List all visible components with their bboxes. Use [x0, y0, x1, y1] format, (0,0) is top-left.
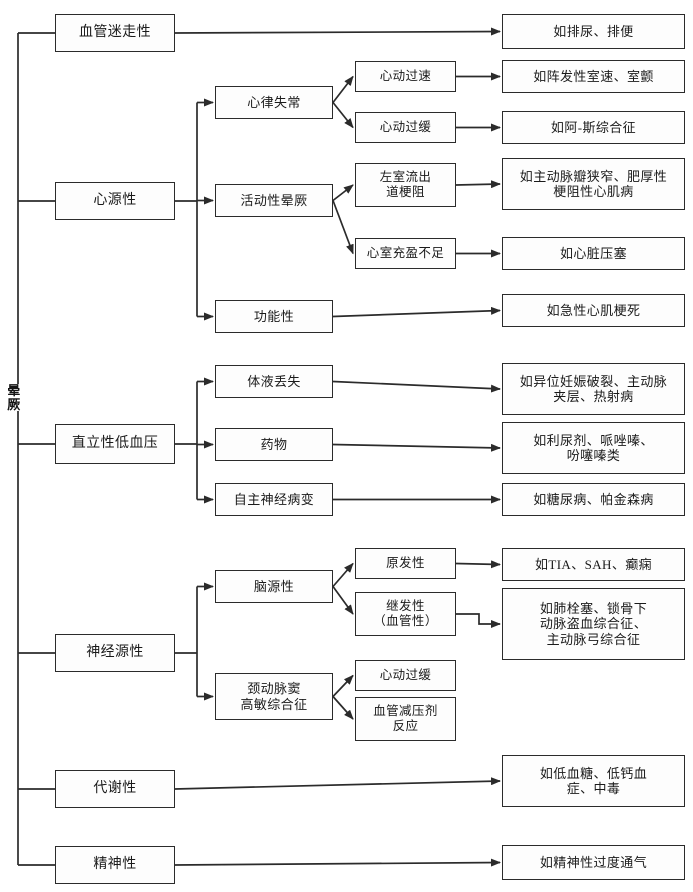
node-primary[interactable]: 原发性: [355, 548, 456, 579]
connector: [332, 75, 354, 104]
node-cardiogenic[interactable]: 心源性: [55, 182, 175, 220]
node-ex-fluid-loss[interactable]: 如异位妊娠破裂、主动脉 夹层、热射病: [502, 363, 685, 415]
connector: [332, 695, 354, 720]
root-node-label: 晕 厥: [6, 383, 22, 412]
node-carotid-sinus[interactable]: 颈动脉窦 高敏综合征: [215, 673, 333, 720]
node-ex-bradycardia[interactable]: 如阿-斯综合征: [502, 111, 685, 144]
connector: [332, 562, 354, 588]
connector: [174, 858, 501, 867]
node-neurogenic[interactable]: 神经源性: [55, 634, 175, 672]
node-ex-lvot[interactable]: 如主动脉瓣狭窄、肥厚性 梗阻性心肌病: [502, 158, 685, 210]
connector: [456, 613, 501, 628]
node-ex-primary[interactable]: 如TIA、SAH、癫痫: [502, 548, 685, 581]
node-lvot-obstruction[interactable]: 左室流出 道梗阻: [355, 163, 456, 207]
node-tachycardia[interactable]: 心动过速: [355, 61, 456, 92]
node-ex-autonomic[interactable]: 如糖尿病、帕金森病: [502, 483, 685, 516]
node-ex-drugs[interactable]: 如利尿剂、哌唑嗪、 吩噻嗪类: [502, 422, 685, 474]
connector: [455, 180, 501, 189]
node-activity-syncope[interactable]: 活动性晕厥: [215, 184, 333, 217]
connector: [332, 380, 501, 393]
node-ex-psychogenic[interactable]: 如精神性过度通气: [502, 845, 685, 880]
node-filling-deficit[interactable]: 心室充盈不足: [355, 238, 456, 269]
node-metabolic[interactable]: 代谢性: [55, 770, 175, 808]
node-vasodepressor[interactable]: 血管减压剂 反应: [355, 697, 456, 741]
connector: [174, 27, 501, 36]
connector: [174, 777, 501, 790]
node-secondary[interactable]: 继发性 （血管性）: [355, 592, 456, 636]
connector: [332, 101, 354, 129]
node-ex-metabolic[interactable]: 如低血糖、低钙血 症、中毒: [502, 755, 685, 807]
node-drugs[interactable]: 药物: [215, 428, 333, 461]
node-orthostatic[interactable]: 直立性低血压: [55, 424, 175, 464]
node-functional[interactable]: 功能性: [215, 300, 333, 333]
connector: [332, 443, 501, 452]
node-arrhythmia[interactable]: 心律失常: [215, 86, 333, 119]
node-ex-functional[interactable]: 如急性心肌梗死: [502, 294, 685, 327]
node-ex-tachycardia[interactable]: 如阵发性室速、室颤: [502, 60, 685, 93]
node-ex-vasovagal[interactable]: 如排尿、排便: [502, 14, 685, 49]
connector: [332, 586, 354, 615]
node-cerebral[interactable]: 脑源性: [215, 570, 333, 603]
connector: [332, 306, 501, 318]
node-fluid-loss[interactable]: 体液丢失: [215, 365, 333, 398]
connector: [332, 674, 354, 698]
node-autonomic[interactable]: 自主神经病变: [215, 483, 333, 516]
node-vasovagal[interactable]: 血管迷走性: [55, 14, 175, 52]
node-bradycardia[interactable]: 心动过缓: [355, 112, 456, 143]
connector: [332, 184, 354, 202]
node-ex-filling[interactable]: 如心脏压塞: [502, 237, 685, 270]
connector: [332, 200, 354, 255]
connector: [455, 560, 501, 569]
node-ex-secondary[interactable]: 如肺栓塞、锁骨下 动脉盗血综合征、 主动脉弓综合征: [502, 588, 685, 660]
node-psychogenic[interactable]: 精神性: [55, 846, 175, 884]
node-bradycardia-2[interactable]: 心动过缓: [355, 660, 456, 691]
